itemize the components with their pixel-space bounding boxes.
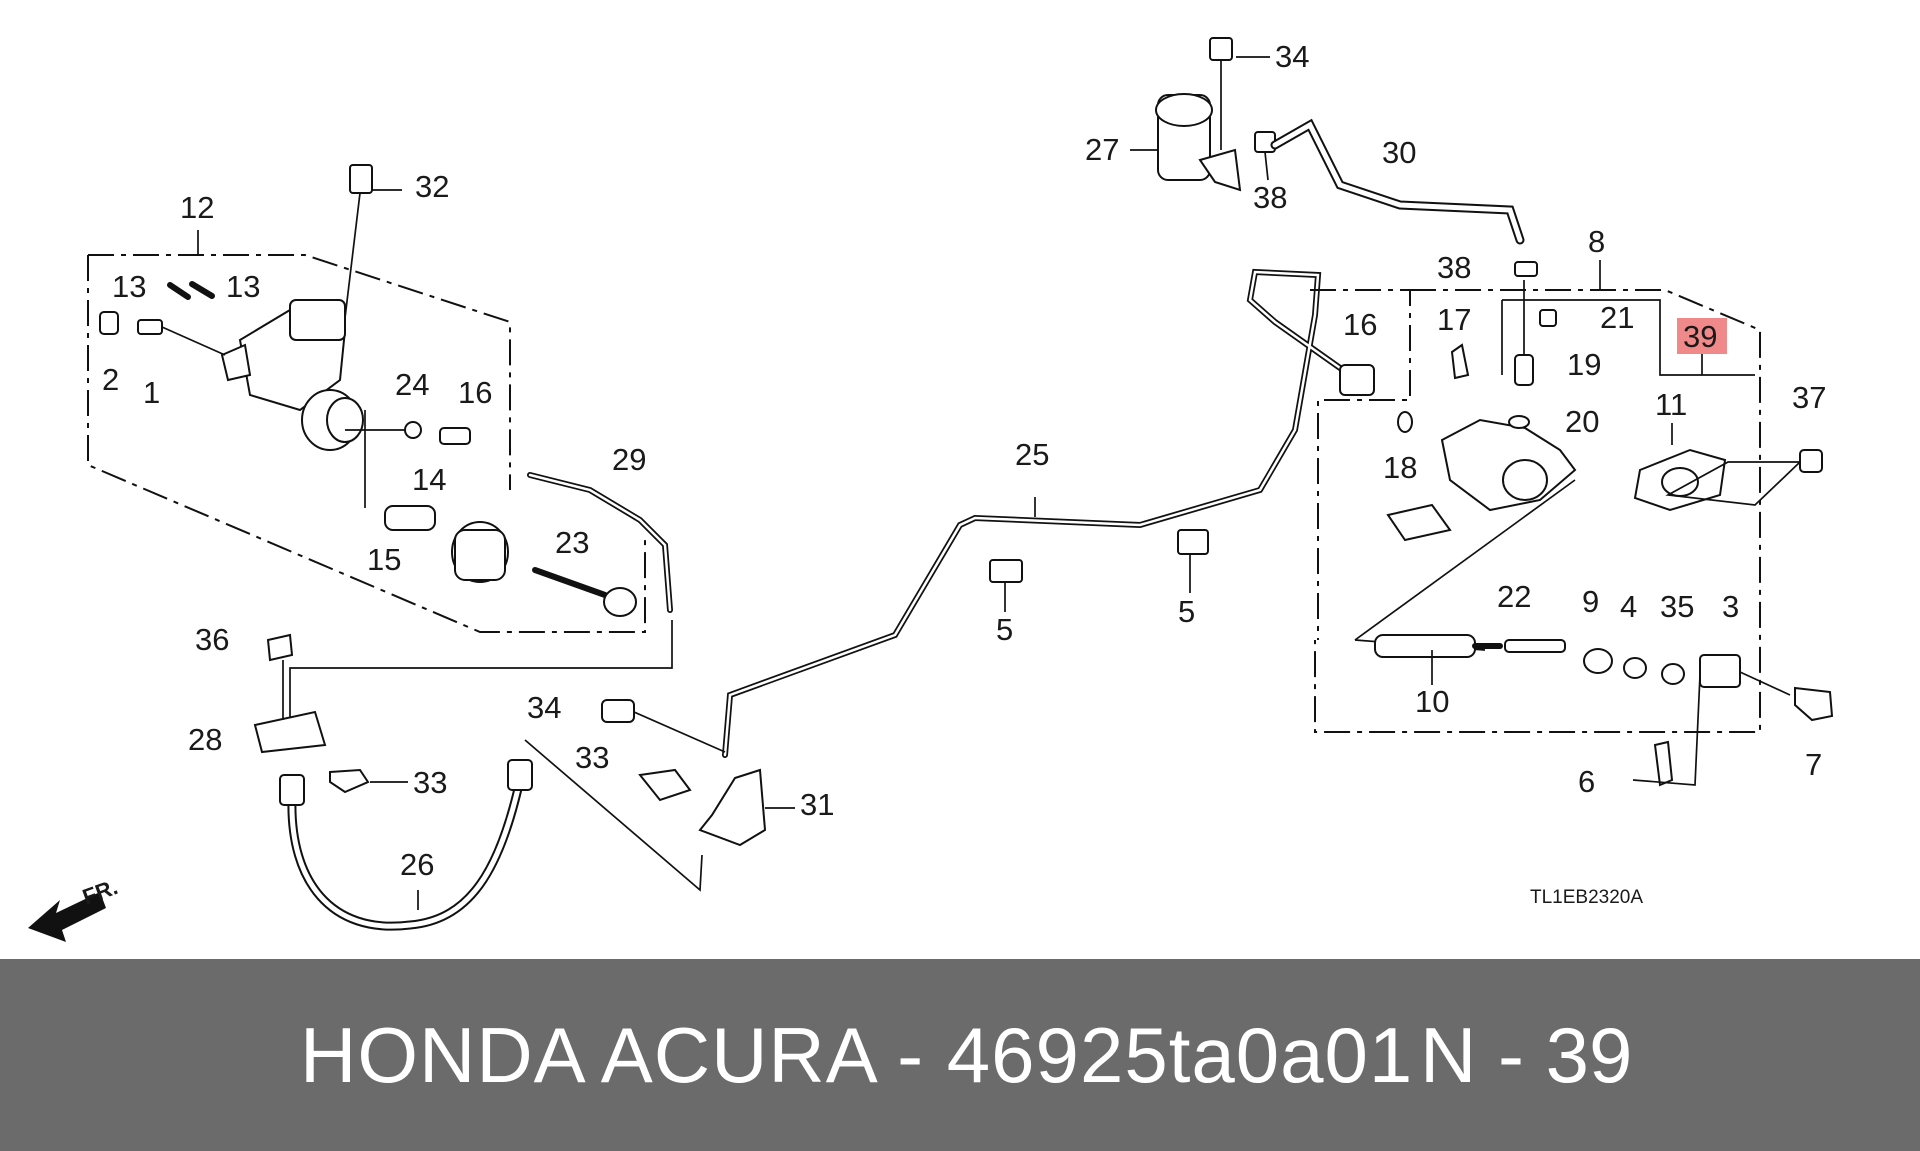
callout-label: 20 xyxy=(1565,404,1599,439)
callout-label: 2 xyxy=(102,362,119,397)
direction-label: FR. xyxy=(79,874,121,910)
callout-label: 37 xyxy=(1792,380,1826,415)
callout-label: 36 xyxy=(195,622,229,657)
callout-label: 38 xyxy=(1253,180,1287,215)
callout-label: 31 xyxy=(800,787,834,822)
pipe-25-group xyxy=(524,268,1375,892)
callout-label: 17 xyxy=(1437,302,1471,337)
callout-label: 24 xyxy=(395,367,429,402)
callout-label: 16 xyxy=(1343,307,1377,342)
callout-labels: 1 2 3 4 5 5 6 7 8 9 10 11 12 13 13 14 15… xyxy=(102,39,1826,882)
callout-label: 33 xyxy=(413,765,447,800)
callout-label: 27 xyxy=(1085,132,1119,167)
callout-label-highlighted: 39 xyxy=(1683,319,1717,354)
reservoir-group xyxy=(1130,37,1525,245)
hose-bracket-group xyxy=(253,633,533,931)
callout-label: 38 xyxy=(1437,250,1471,285)
callout-label: 34 xyxy=(1275,39,1309,74)
footer-banner: HONDA ACURA - 46925ta0a01 N - 39 xyxy=(0,959,1920,1151)
callout-label: 15 xyxy=(367,542,401,577)
callout-label: 28 xyxy=(188,722,222,757)
callout-label: 29 xyxy=(612,442,646,477)
callout-label: 3 xyxy=(1722,589,1739,624)
callout-label: 18 xyxy=(1383,450,1417,485)
callout-label: 6 xyxy=(1578,764,1595,799)
callout-label: 4 xyxy=(1620,589,1637,624)
callout-label: 5 xyxy=(996,612,1013,647)
parts-diagram: FR. TL1EB2320A 1 2 3 4 5 5 6 7 8 9 10 11… xyxy=(28,37,1834,942)
callout-label: 11 xyxy=(1655,387,1687,422)
callout-label: 25 xyxy=(1015,437,1049,472)
callout-label: 7 xyxy=(1805,747,1822,782)
callout-label: 10 xyxy=(1415,684,1449,719)
drawing-code: TL1EB2320A xyxy=(1530,887,1643,908)
callout-label: 12 xyxy=(180,190,214,225)
callout-label: 23 xyxy=(555,525,589,560)
callout-label: 21 xyxy=(1600,300,1634,335)
callout-reference: N - 39 xyxy=(1420,1011,1633,1099)
callout-label: 19 xyxy=(1567,347,1601,382)
callout-label: 13 xyxy=(112,269,146,304)
slave-cylinder-group xyxy=(1310,260,1834,787)
callout-label: 35 xyxy=(1660,589,1694,624)
master-cylinder-group xyxy=(87,164,673,720)
callout-39-highlight xyxy=(1677,318,1727,354)
callout-label: 13 xyxy=(226,269,260,304)
callout-label: 8 xyxy=(1588,224,1605,259)
callout-label: 22 xyxy=(1497,579,1531,614)
callout-label: 1 xyxy=(143,375,160,410)
callout-label: 33 xyxy=(575,740,609,775)
callout-label: 9 xyxy=(1582,584,1599,619)
callout-label: 14 xyxy=(412,462,446,497)
part-number-title: HONDA ACURA - 46925ta0a01 xyxy=(300,1011,1414,1099)
front-direction-arrow: FR. xyxy=(28,874,121,942)
callout-label: 5 xyxy=(1178,594,1195,629)
callout-label: 30 xyxy=(1382,135,1416,170)
callout-label: 34 xyxy=(527,690,561,725)
callout-label: 32 xyxy=(415,169,449,204)
callout-label: 26 xyxy=(400,847,434,882)
callout-label: 16 xyxy=(458,375,492,410)
